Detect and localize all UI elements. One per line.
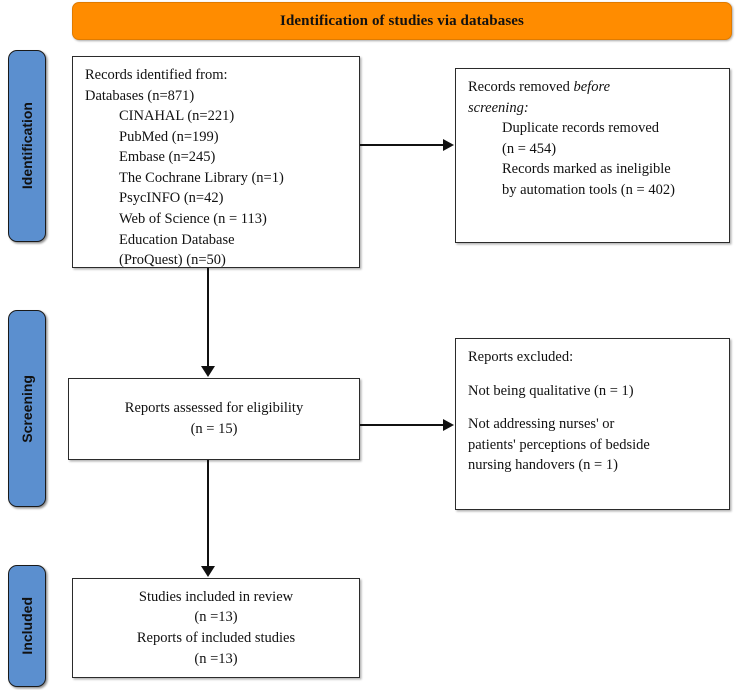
records-identified-line: (ProQuest) (n=50) <box>119 252 226 269</box>
records-removed-heading-text: Records removed <box>468 79 574 95</box>
records-identified-line: PubMed (n=199) <box>119 128 219 145</box>
stage-tab-identification-label: Identification <box>19 102 35 190</box>
records-removed-line: Duplicate records removed <box>502 120 660 137</box>
reports-excluded-item: nursing handovers (n = 1) <box>468 457 618 474</box>
stage-tab-included-label: Included <box>19 597 35 655</box>
stage-tab-identification: Identification <box>8 50 46 242</box>
records-removed-heading: Records removed before <box>468 77 717 98</box>
arrow-right-icon <box>443 418 454 431</box>
connector-identified-to-removed <box>360 144 444 146</box>
stage-tab-included: Included <box>8 565 46 687</box>
diagram-header-banner: Identification of studies via databases <box>72 2 732 40</box>
reports-excluded-item: Not being qualitative (n = 1) <box>468 382 634 399</box>
box-records-removed-content: Records removed before screening: Duplic… <box>456 69 729 208</box>
records-identified-line: CINAHAL (n=221) <box>119 108 235 125</box>
box-records-identified: Records identified from: Databases (n=87… <box>72 56 360 268</box>
stage-tab-screening-label: Screening <box>19 374 35 443</box>
box-studies-included: Studies included in review (n =13) Repor… <box>72 578 360 678</box>
reports-included-count: (n =13) <box>194 650 238 667</box>
box-studies-included-content: Studies included in review (n =13) Repor… <box>125 579 307 677</box>
box-reports-assessed: Reports assessed for eligibility (n = 15… <box>68 378 360 460</box>
records-identified-line: Education Database <box>119 231 235 248</box>
arrow-right-icon <box>443 138 454 151</box>
records-identified-line: Embase (n=245) <box>119 149 216 166</box>
records-identified-line: Databases (n=871) <box>85 87 195 104</box>
records-removed-line: (n = 454) <box>502 140 557 157</box>
records-removed-line: by automation tools (n = 402) <box>502 181 675 198</box>
records-removed-heading-emphasis: before <box>573 79 611 95</box>
connector-assessed-to-excluded <box>360 424 444 426</box>
box-records-identified-content: Records identified from: Databases (n=87… <box>73 57 359 279</box>
connector-screening-to-included <box>207 460 209 568</box>
box-reports-excluded: Reports excluded: Not being qualitative … <box>455 338 730 510</box>
banner-title: Identification of studies via databases <box>280 12 524 29</box>
connector-identification-to-screening <box>207 268 209 368</box>
records-identified-line: Records identified from: <box>85 67 228 83</box>
records-identified-line: Web of Science (n = 113) <box>119 211 267 228</box>
studies-included-line: Studies included in review <box>138 588 294 605</box>
box-reports-excluded-content: Reports excluded: Not being qualitative … <box>456 339 729 484</box>
records-removed-heading-emphasis: screening: <box>468 99 529 116</box>
stage-tab-screening: Screening <box>8 310 46 507</box>
reports-excluded-item: patients' perceptions of bedside <box>468 436 650 453</box>
reports-assessed-line: Reports assessed for eligibility <box>124 400 304 417</box>
box-reports-assessed-content: Reports assessed for eligibility (n = 15… <box>113 390 315 447</box>
reports-included-line: Reports of included studies <box>136 630 296 646</box>
reports-excluded-heading: Reports excluded: <box>468 349 574 365</box>
reports-excluded-item: Not addressing nurses' or <box>468 416 615 433</box>
reports-assessed-count: (n = 15) <box>190 421 238 437</box>
records-identified-line: The Cochrane Library (n=1) <box>119 169 284 186</box>
arrow-down-icon <box>201 566 215 577</box>
records-identified-line: PsycINFO (n=42) <box>119 190 224 207</box>
records-removed-line: Records marked as ineligible <box>502 161 671 178</box>
studies-included-count: (n =13) <box>194 609 238 626</box>
arrow-down-icon <box>201 366 215 377</box>
box-records-removed: Records removed before screening: Duplic… <box>455 68 730 243</box>
